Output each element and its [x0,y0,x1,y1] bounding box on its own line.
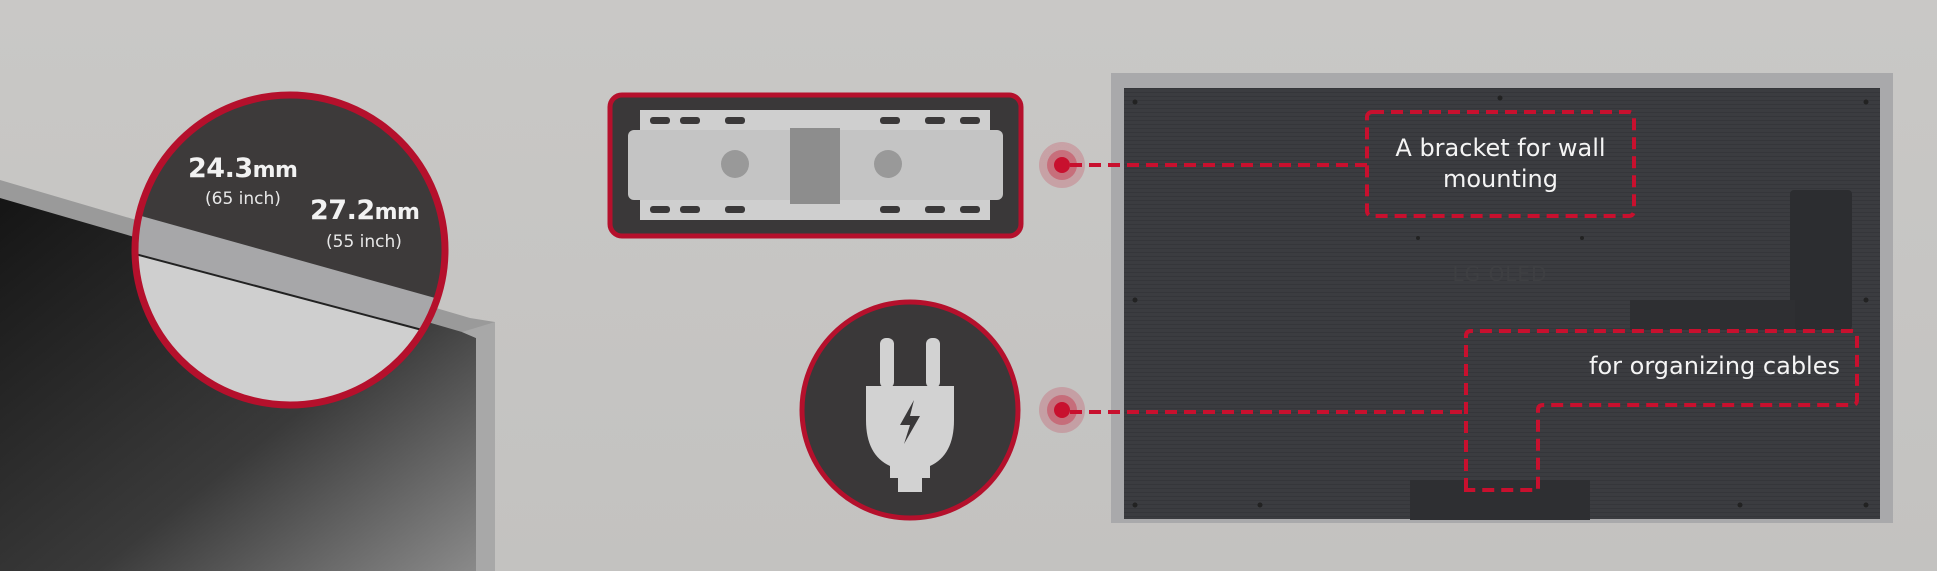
bezel-65-value: 24.3mm [188,153,298,184]
callout-dot-plug [1039,387,1085,433]
bezel-65-label: (65 inch) [205,189,281,209]
power-plug-icon [799,299,1021,521]
tv-back [1111,73,1893,523]
cables-callout-text: for organizing cables [1589,352,1840,380]
callout-dot-bracket [1039,142,1085,188]
bezel-55-label: (55 inch) [326,232,402,252]
tv-logo: LG OLED [1452,262,1548,286]
bracket-callout-text: A bracket for wall mounting [1395,134,1606,193]
wall-bracket-image [607,92,1024,239]
callout-lines [1070,110,1859,492]
bezel-55-value: 27.2mm [310,195,420,226]
